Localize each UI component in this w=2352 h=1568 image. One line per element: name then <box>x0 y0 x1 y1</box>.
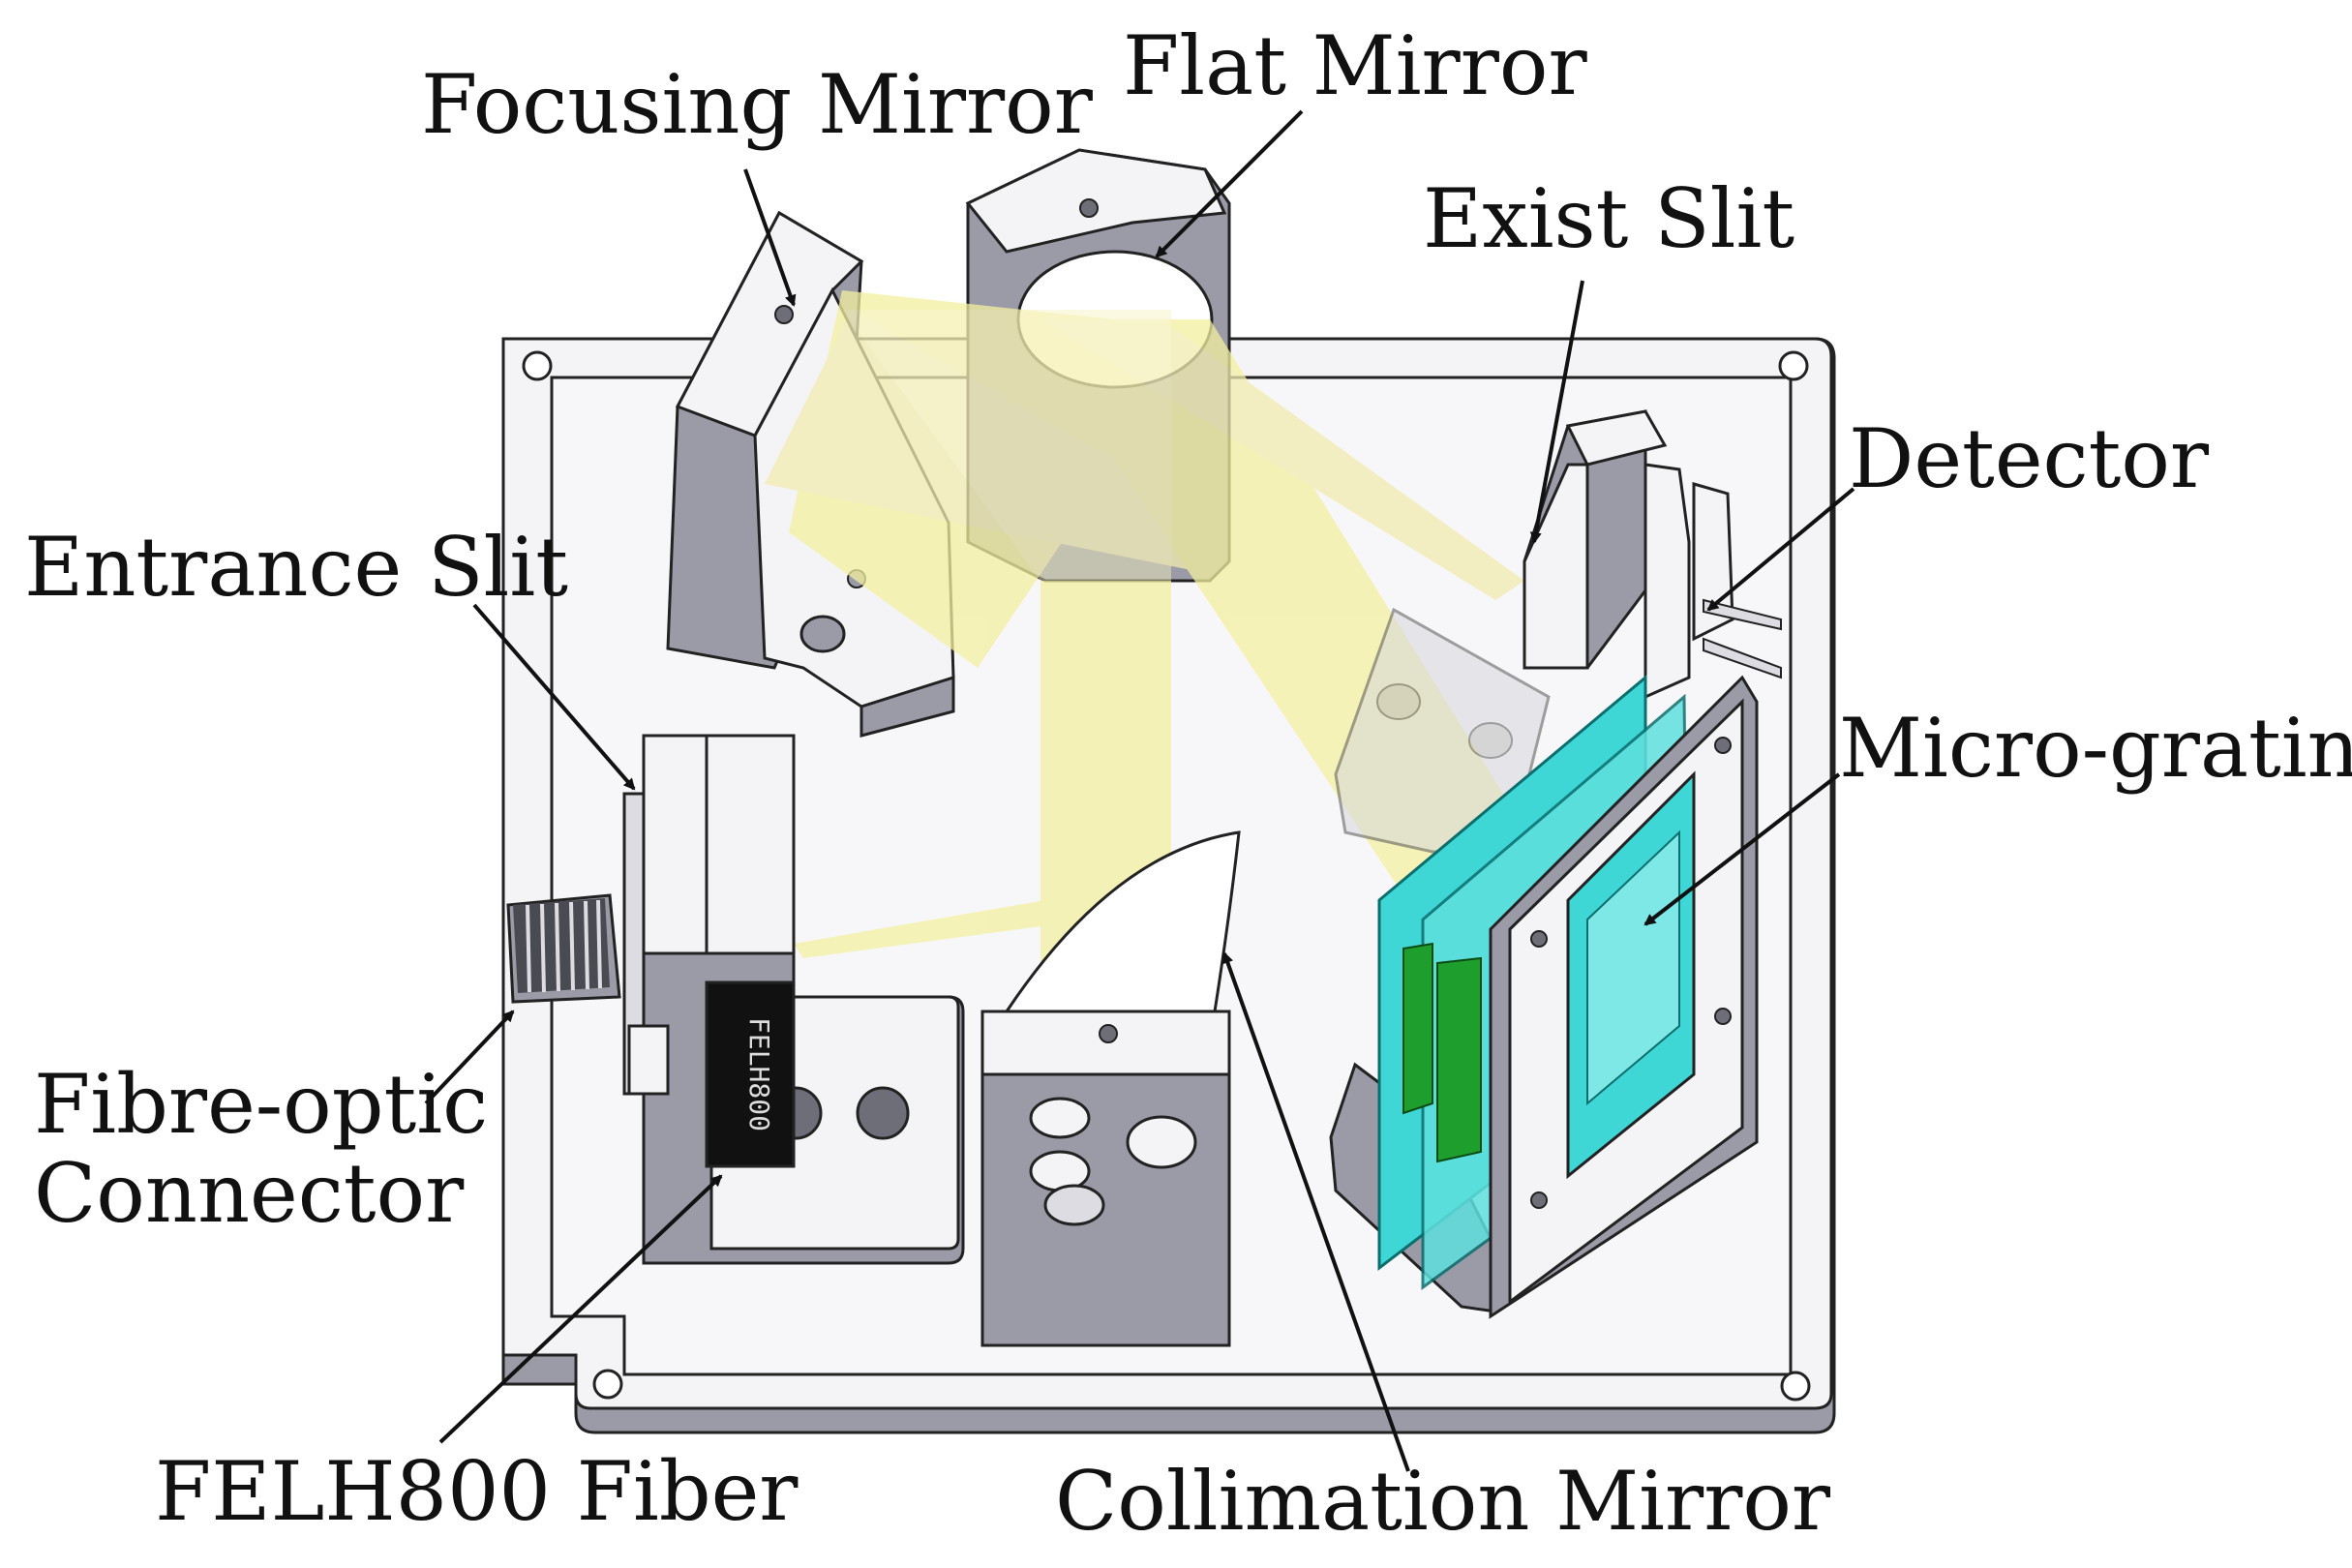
mount-hole <box>522 350 553 381</box>
label-flat-mirror: Flat Mirror <box>1123 18 1587 113</box>
label-felh800-fiber: FELH800 Fiber <box>155 1444 799 1539</box>
arrow-entrance-slit <box>472 603 636 791</box>
label-focusing-mirror: Focusing Mirror <box>421 57 1093 152</box>
label-detector: Detector <box>1849 411 2210 506</box>
collimation-mirror-mount <box>980 830 1241 1347</box>
filter-marking-text: FELH800 <box>743 1017 775 1131</box>
leader-arrows <box>424 109 1855 1472</box>
fibre-optic-connector <box>506 893 621 1004</box>
mount-hole <box>1780 1371 1811 1402</box>
mount-hole <box>1778 350 1809 381</box>
arrow-micro-grating <box>1643 772 1841 926</box>
arrow-fibre-optic-connector <box>424 1010 515 1105</box>
exit-slit-detector-assembly <box>1523 409 1782 700</box>
label-fibre-optic-line1: Fibre-optic <box>34 1057 489 1152</box>
entrance-slit-assembly: FELH800 <box>622 734 965 1265</box>
grating-holder-block <box>1334 607 1551 854</box>
arrow-detector <box>1706 487 1855 612</box>
arrow-focusing-mirror <box>743 168 797 307</box>
label-fibre-optic-connector: Fibre-optic Connector <box>34 1060 488 1239</box>
arrow-collimation-mirror <box>1221 951 1410 1472</box>
arrow-flat-mirror <box>1155 109 1304 258</box>
mount-hole <box>592 1369 623 1400</box>
label-entrance-slit: Entrance Slit <box>24 520 568 615</box>
arrow-exit-slit <box>1529 280 1584 544</box>
label-micro-grating: Micro-grating <box>1839 701 2352 796</box>
felh800-filter <box>705 980 796 1168</box>
arrow-felh800-fiber <box>438 1174 723 1444</box>
label-collimation-mirror: Collimation Mirror <box>1055 1454 1831 1549</box>
micro-grating-assembly <box>1329 674 1759 1319</box>
label-fibre-optic-line2: Connector <box>34 1146 465 1242</box>
label-exit-slit: Exist Slit <box>1423 171 1795 266</box>
